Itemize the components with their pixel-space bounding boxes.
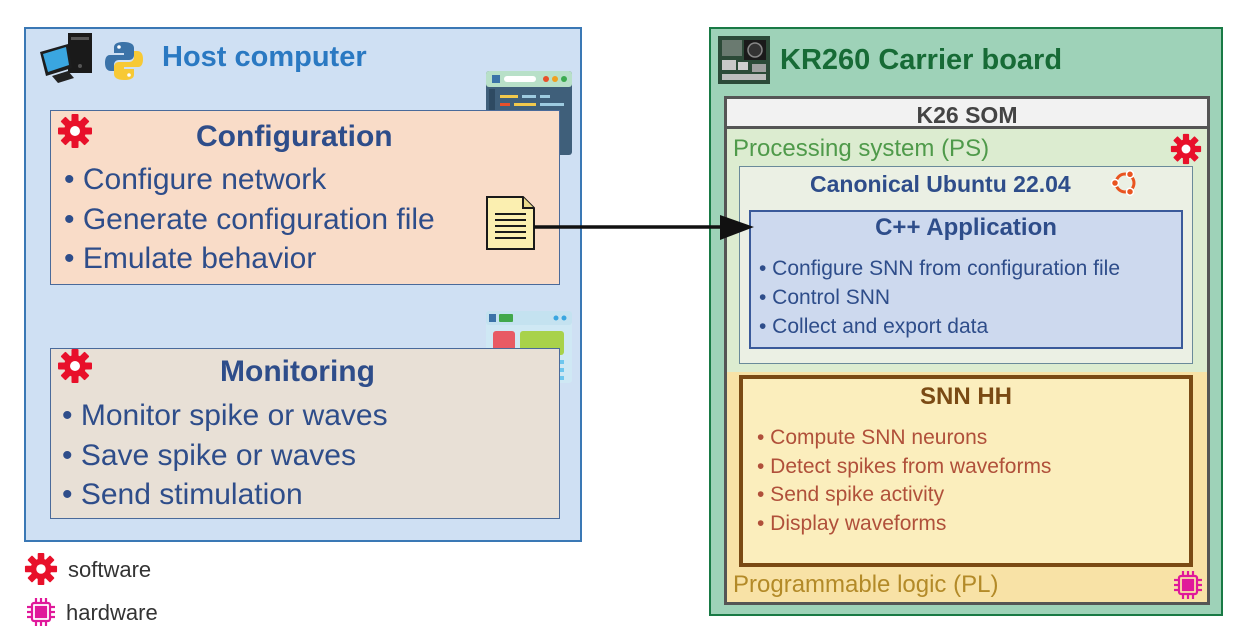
list-item: • Monitor spike or waves [62, 399, 388, 432]
python-icon [104, 40, 144, 82]
pc-icon [38, 30, 96, 84]
board-photo-icon [716, 32, 772, 88]
list-item: • Send stimulation [62, 478, 303, 511]
snn-hh-title: SNN HH [919, 383, 1012, 410]
cpp-application-box [749, 210, 1183, 349]
list-item: • Compute SNN neurons [757, 426, 988, 449]
gear-icon [24, 552, 58, 586]
carrier-board-title: KR260 Carrier board [780, 44, 1063, 76]
snn-hh-box [739, 375, 1193, 567]
list-item: • Emulate behavior [64, 242, 317, 275]
configuration-list: • Configure network • Generate configura… [64, 160, 435, 279]
monitoring-list: • Monitor spike or waves • Save spike or… [62, 396, 388, 515]
list-item: • Detect spikes from waveforms [757, 454, 1052, 478]
k26-som-title: K26 SOM [916, 102, 1018, 128]
chip-icon [25, 596, 57, 628]
list-item: • Configure network [64, 163, 327, 196]
ubuntu-icon [1110, 168, 1140, 198]
monitoring-title: Monitoring [220, 355, 375, 388]
configuration-title: Configuration [196, 120, 393, 153]
ps-title: Processing system (PS) [733, 135, 990, 162]
list-item: • Generate configuration file [64, 202, 435, 236]
snn-hh-list: • Compute SNN neurons • Detect spikes fr… [757, 424, 1051, 539]
document-icon [485, 195, 536, 251]
legend-software-label: software [68, 557, 152, 582]
os-title: Canonical Ubuntu 22.04 [810, 171, 1071, 197]
k26-som-header [727, 99, 1207, 129]
chip-icon [1172, 569, 1204, 601]
gear-icon [57, 348, 93, 384]
config-file-arrow [534, 210, 756, 246]
list-item: • Collect and export data [759, 315, 989, 338]
pl-title: Programmable logic (PL) [733, 571, 999, 598]
list-item: • Send spike activity [757, 483, 945, 507]
list-item: • Save spike or waves [62, 438, 356, 472]
list-item: • Configure SNN from configuration file [759, 257, 1121, 280]
monitoring-box [50, 348, 560, 519]
gear-icon [57, 113, 93, 149]
legend-hardware-label: hardware [66, 600, 158, 625]
configuration-box [50, 110, 560, 285]
cpp-application-list: • Configure SNN from configuration file … [759, 254, 1120, 341]
host-title: Host computer [162, 41, 367, 73]
cpp-application-title: C++ Application [875, 214, 1057, 241]
list-item: • Control SNN [759, 286, 891, 309]
list-item: • Display waveforms [757, 512, 947, 536]
gear-icon [1170, 133, 1202, 165]
